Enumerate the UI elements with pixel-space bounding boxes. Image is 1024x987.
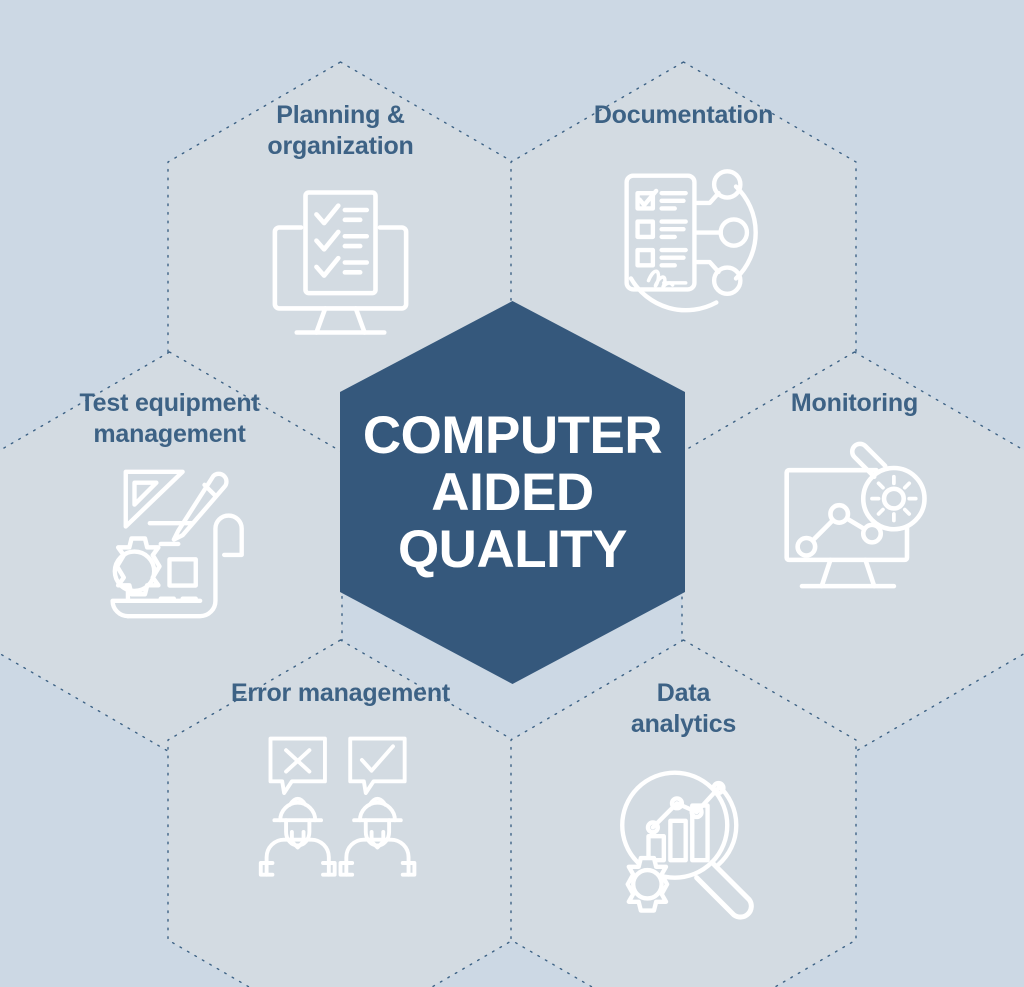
monitor-checklist-icon	[253, 175, 428, 350]
cell-data-analytics[interactable]: Data analytics	[511, 640, 856, 987]
cell-monitoring[interactable]: Monitoring	[682, 352, 1024, 752]
cell-test-equipment-management[interactable]: Test equipment management	[0, 352, 342, 752]
signed-document-network-icon	[596, 145, 771, 320]
two-workers-feedback-icon	[253, 723, 428, 898]
hexagon-center[interactable]	[340, 301, 685, 684]
label-data-analytics: Data analytics	[630, 679, 737, 738]
center-title: COMPUTER AIDED QUALITY	[362, 405, 663, 580]
cell-error-management[interactable]: Error management	[168, 640, 513, 987]
label-planning-organization: Planning & organization	[267, 101, 414, 160]
magnifier-barchart-gear-icon	[596, 753, 771, 928]
monitor-chart-magnifier-icon	[767, 433, 942, 608]
label-documentation: Documentation	[593, 101, 774, 129]
cell-planning-organization[interactable]: Planning & organization	[168, 62, 513, 462]
center-title-line-1: COMPUTER	[362, 405, 663, 465]
blueprint-gear-ruler-icon	[82, 463, 257, 638]
label-test-equipment-management: Test equipment management	[79, 389, 260, 448]
center-title-line-3: QUALITY	[397, 520, 628, 580]
center-title-line-2: AIDED	[431, 462, 594, 522]
center-hexagon-label[interactable]: COMPUTER AIDED QUALITY	[340, 301, 685, 684]
label-monitoring: Monitoring	[790, 389, 919, 417]
label-error-management: Error management	[230, 679, 451, 707]
cell-documentation[interactable]: Documentation	[511, 62, 856, 462]
